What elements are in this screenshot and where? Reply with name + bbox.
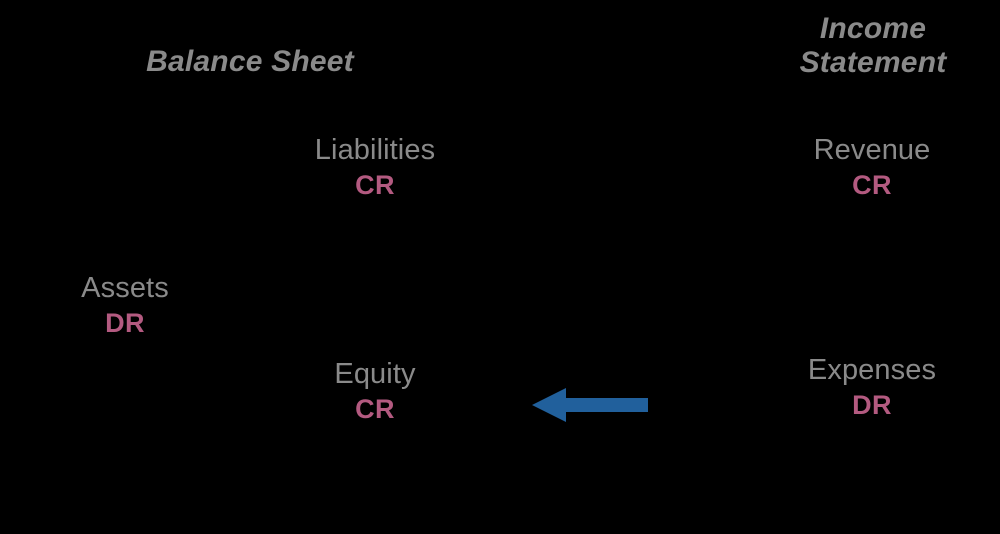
section-heading-balance-sheet: Balance Sheet — [146, 45, 354, 78]
left-arrow-icon — [532, 388, 648, 422]
account-block-expenses: Expenses DR — [762, 356, 982, 419]
account-label-equity: Equity — [334, 358, 416, 390]
account-side-revenue: CR — [852, 170, 892, 200]
account-label-expenses: Expenses — [807, 354, 937, 386]
account-side-assets: DR — [105, 308, 145, 338]
net-income-to-equity-arrow — [530, 385, 650, 425]
account-block-assets: Assets DR — [15, 274, 235, 337]
account-side-equity: CR — [355, 394, 395, 424]
account-block-revenue: Revenue CR — [762, 136, 982, 199]
account-block-liabilities: Liabilities CR — [265, 136, 485, 199]
account-block-equity: Equity CR — [265, 360, 485, 423]
account-side-expenses: DR — [852, 390, 892, 420]
account-label-assets: Assets — [81, 272, 169, 304]
account-label-liabilities: Liabilities — [314, 134, 436, 166]
account-side-liabilities: CR — [355, 170, 395, 200]
section-heading-income-statement: Income Statement — [799, 12, 947, 79]
account-label-revenue: Revenue — [813, 134, 931, 166]
